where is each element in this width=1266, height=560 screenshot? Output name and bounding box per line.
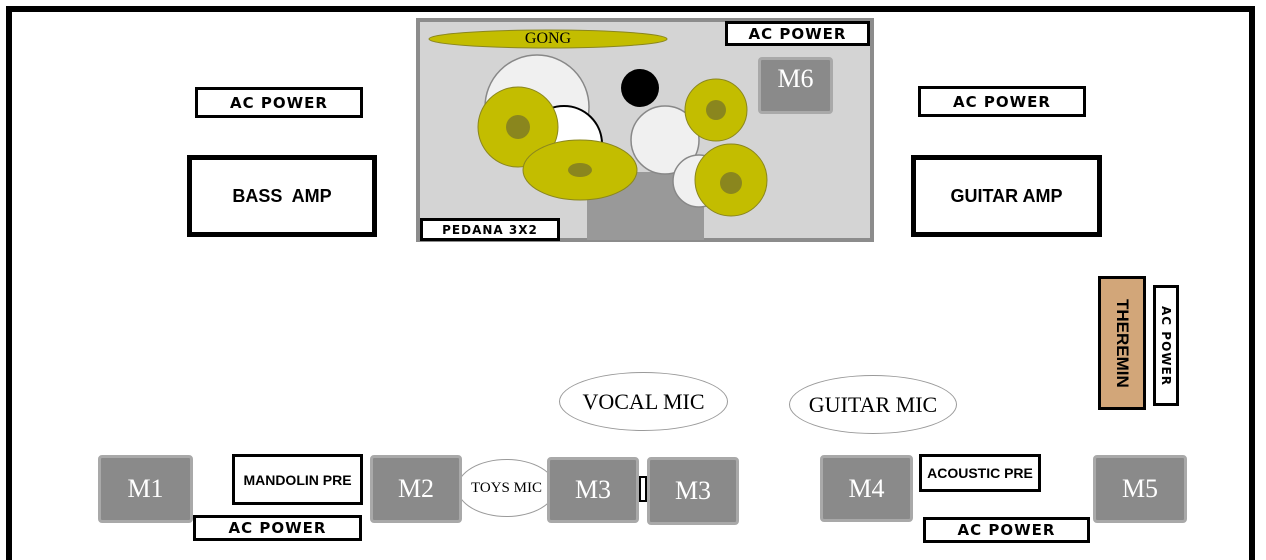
ac-power-bass: AC POWER — [195, 87, 363, 118]
ac-power-guitar: AC POWER — [918, 86, 1086, 117]
monitor-m4: M4 — [820, 455, 913, 522]
drum-stool-area — [587, 172, 704, 240]
monitor-m3-right: M3 — [647, 457, 739, 525]
monitor-m6: M6 — [758, 57, 833, 114]
monitor-m2: M2 — [370, 455, 462, 523]
ac-power-drums: AC POWER — [725, 21, 870, 46]
vocal-mic: VOCAL MIC — [559, 372, 728, 431]
monitor-m5: M5 — [1093, 455, 1187, 523]
toys-mic: TOYS MIC — [457, 459, 556, 517]
monitor-m1: M1 — [98, 455, 193, 523]
guitar-mic: GUITAR MIC — [789, 375, 957, 434]
pedana-label: PEDANA 3X2 — [420, 218, 560, 241]
mic-stand-divider — [639, 476, 647, 502]
monitor-m3-left: M3 — [547, 457, 639, 523]
acoustic-pre: ACOUSTIC PRE — [919, 454, 1041, 492]
theremin: THEREMIN — [1098, 276, 1146, 410]
ac-power-theremin: AC POWER — [1153, 285, 1179, 406]
ac-power-bottom-right: AC POWER — [923, 517, 1090, 543]
ac-power-bottom-left: AC POWER — [193, 515, 362, 541]
guitar-amp: GUITAR AMP — [911, 155, 1102, 237]
mandolin-pre: MANDOLIN PRE — [232, 454, 363, 505]
bass-amp: BASS AMP — [187, 155, 377, 237]
gong-label: GONG — [524, 30, 572, 47]
